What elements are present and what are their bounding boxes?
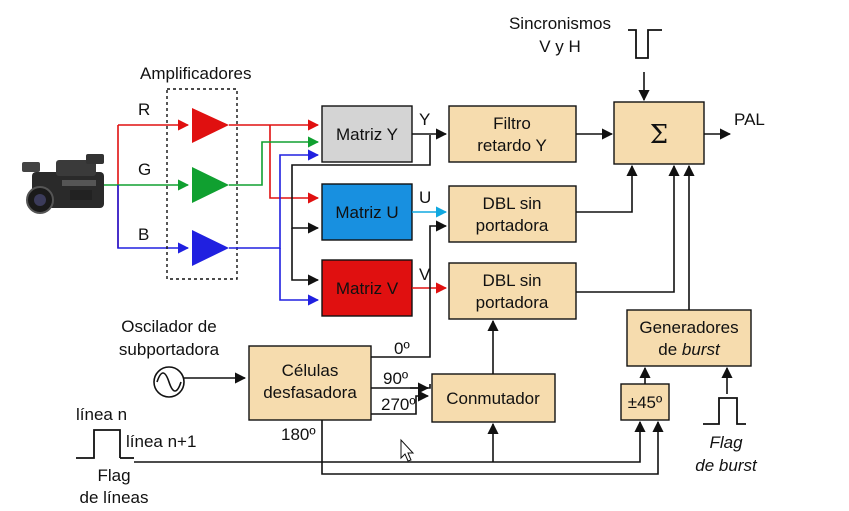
amplifier-green-icon bbox=[192, 167, 229, 203]
amplifier-blue-icon bbox=[192, 230, 229, 266]
label-g: G bbox=[138, 160, 151, 179]
flag-lineas-label-line1: Flag bbox=[97, 466, 130, 485]
filtro-retardo-block bbox=[448, 105, 577, 163]
phase90-wire bbox=[371, 384, 431, 389]
dbl-v-block bbox=[448, 262, 577, 320]
blue-distribution-wires bbox=[229, 149, 320, 306]
oscillator-sine-icon bbox=[153, 366, 185, 398]
dblv-to-sum-wire bbox=[576, 164, 680, 293]
flag-lineas-pulse-icon bbox=[76, 429, 121, 459]
y-feedback-wires bbox=[291, 135, 431, 286]
generadores-burst-block bbox=[626, 309, 752, 367]
pm45-block bbox=[620, 383, 670, 421]
sync-pulse-icon bbox=[628, 29, 662, 59]
phase180-to-pm45-wire bbox=[321, 420, 664, 475]
signal-y-label: Y bbox=[419, 110, 430, 129]
generadores-label-line2: de burst bbox=[658, 340, 721, 359]
sum-symbol: Σ bbox=[650, 120, 668, 150]
flag-burst-label-line1: Flag bbox=[709, 433, 743, 452]
matriz-y-block bbox=[321, 105, 413, 163]
dbl-v-label-line2: portadora bbox=[476, 293, 549, 312]
phase-270-label: 270º bbox=[381, 395, 416, 414]
phase-180-label: 180º bbox=[281, 425, 316, 444]
filtro-label-line1: Filtro bbox=[493, 114, 531, 133]
matriz-u-label: Matriz U bbox=[335, 203, 398, 222]
conmutador-block bbox=[431, 373, 556, 423]
oscillator-label-line1: Oscilador de bbox=[121, 317, 216, 336]
amplifiers-label: Amplificadores bbox=[140, 64, 252, 83]
sync-label-line2: V y H bbox=[539, 37, 581, 56]
dblu-to-sum-wire bbox=[576, 164, 638, 213]
signal-v-label: V bbox=[419, 265, 431, 284]
dbl-u-label-line1: DBL sin bbox=[483, 194, 542, 213]
amplifiers-group-box bbox=[166, 88, 238, 280]
phase0-to-dblu-wire bbox=[371, 220, 448, 358]
generadores-label-line1: Generadores bbox=[639, 318, 738, 337]
green-distribution-wires bbox=[229, 136, 320, 186]
label-b: B bbox=[138, 225, 149, 244]
flag-burst-label-line2: de burst bbox=[695, 456, 758, 475]
conmutador-label: Conmutador bbox=[446, 389, 540, 408]
celulas-label-line1: Células bbox=[282, 361, 339, 380]
celulas-desfasadora-block bbox=[248, 345, 372, 421]
rgb-input-wires bbox=[104, 119, 190, 254]
phase-90-label: 90º bbox=[383, 369, 408, 388]
phase-0-label: 0º bbox=[394, 339, 410, 358]
celulas-label-line2: desfasadora bbox=[263, 383, 357, 402]
dbl-u-label-line2: portadora bbox=[476, 216, 549, 235]
pm45-label: ±45º bbox=[628, 393, 662, 412]
flaglineas-to-pm45-wire bbox=[134, 420, 646, 463]
signal-u-label: U bbox=[419, 188, 431, 207]
flag-lineas-label-line2: de líneas bbox=[80, 488, 149, 507]
summer-block bbox=[613, 101, 705, 165]
video-camera-icon bbox=[22, 154, 104, 214]
filtro-label-line2: retardo Y bbox=[477, 136, 547, 155]
sync-label-line1: Sincronismos bbox=[509, 14, 611, 33]
flag-burst-pulse-icon bbox=[703, 397, 746, 425]
oscillator-label-line2: subportadora bbox=[119, 340, 220, 359]
matriz-v-label: Matriz V bbox=[336, 279, 399, 298]
red-distribution-wires bbox=[229, 119, 320, 204]
linea-n-label: línea n bbox=[76, 405, 127, 424]
amplifier-red-icon bbox=[192, 108, 229, 143]
matriz-y-label: Matriz Y bbox=[336, 125, 398, 144]
matriz-v-block bbox=[321, 259, 413, 317]
mouse-cursor-icon bbox=[400, 438, 415, 462]
pal-label: PAL bbox=[734, 110, 765, 129]
linea-n1-label: línea n+1 bbox=[126, 432, 196, 451]
dbl-u-block bbox=[448, 185, 577, 243]
label-r: R bbox=[138, 100, 150, 119]
phase270-to-conmutador-wire bbox=[371, 390, 430, 415]
dbl-v-label-line1: DBL sin bbox=[483, 271, 542, 290]
